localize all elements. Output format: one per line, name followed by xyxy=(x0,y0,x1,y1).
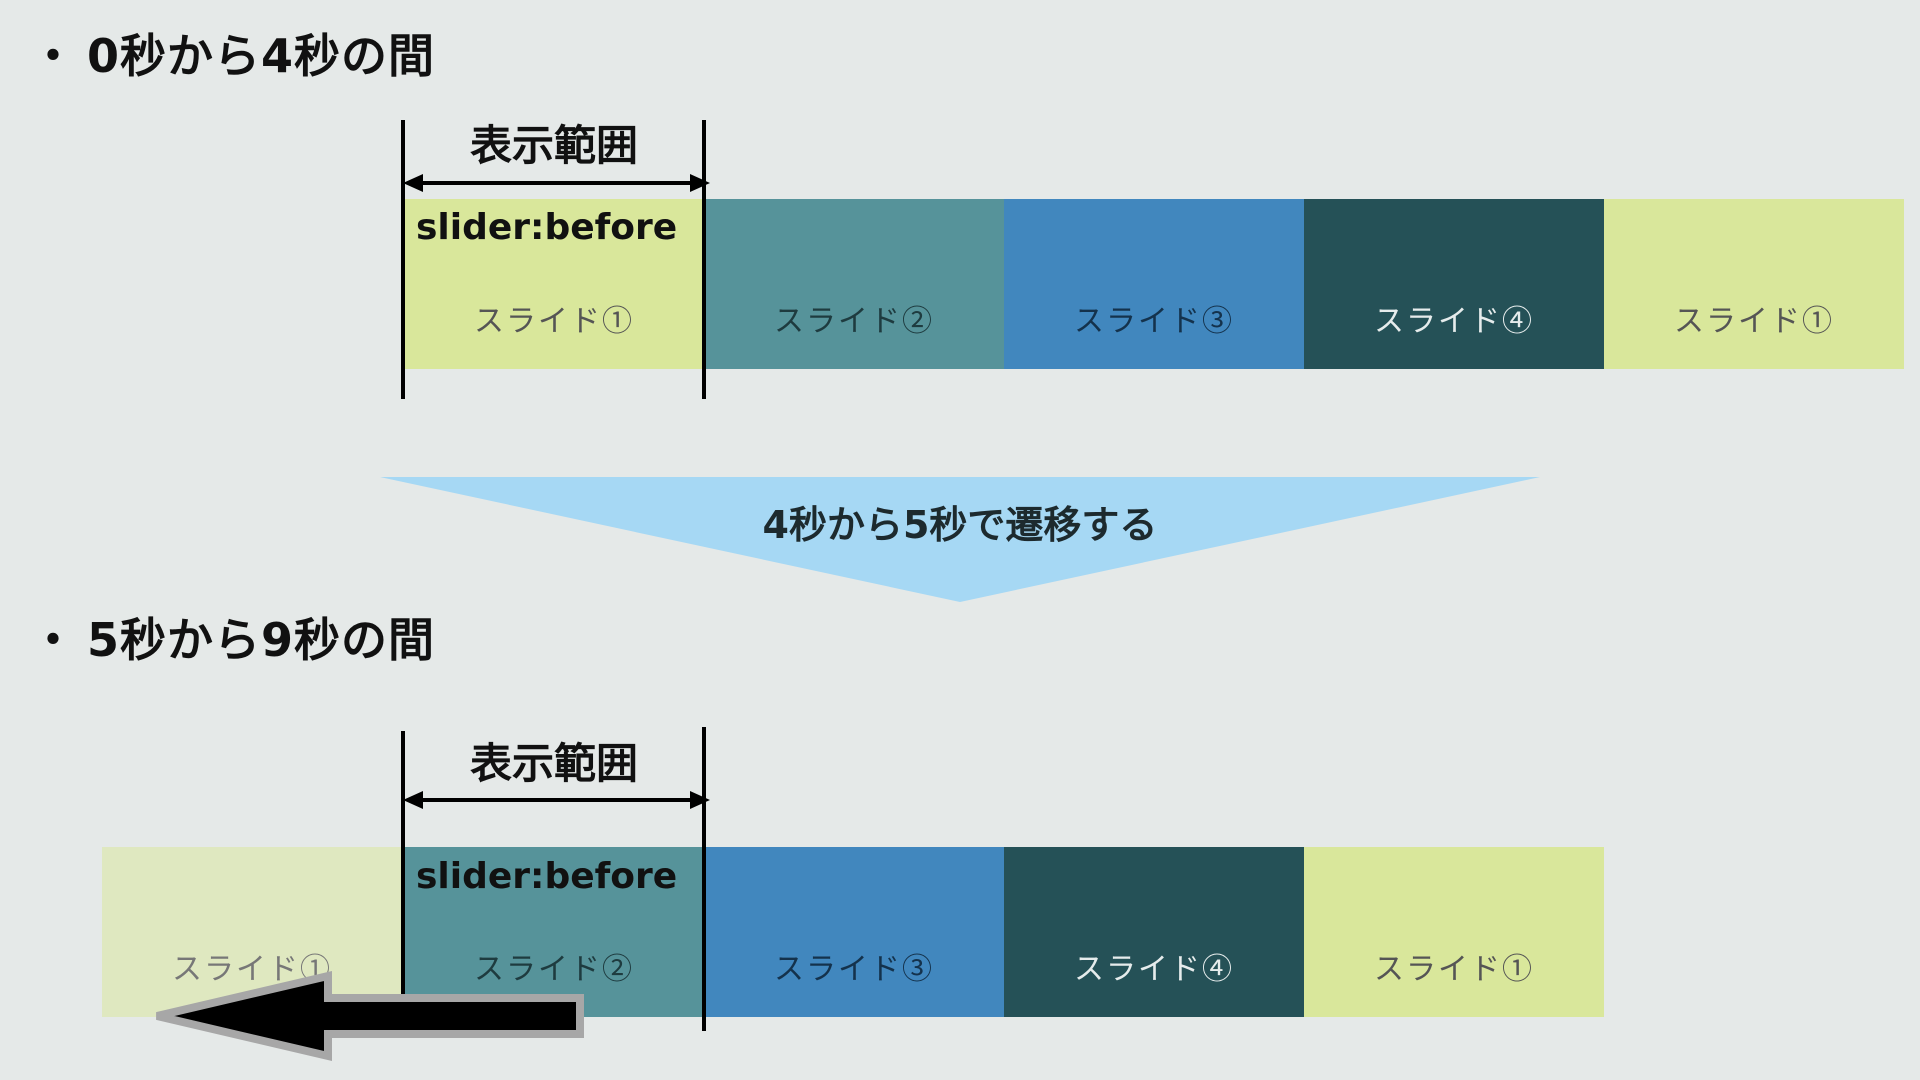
slider-before-label-1: slider:before xyxy=(416,207,678,248)
range-arrow-line-2 xyxy=(420,798,692,802)
slide-1: スライド① xyxy=(404,199,704,369)
slide-label: スライド① xyxy=(1374,952,1534,987)
slide-1-repeat: スライド① xyxy=(1304,847,1604,1017)
section1-heading-text: 0秒から4秒の間 xyxy=(87,29,436,83)
section2-heading-text: 5秒から9秒の間 xyxy=(87,613,436,667)
slide-3: スライド③ xyxy=(1004,199,1304,369)
slide-1-repeat: スライド① xyxy=(1604,199,1904,369)
slide-2: スライド② xyxy=(704,199,1004,369)
range-arrow-line-1 xyxy=(420,181,692,185)
section2-heading: ・5秒から9秒の間 xyxy=(30,604,435,670)
slide-label: スライド② xyxy=(474,952,634,987)
range-boundary-right-1 xyxy=(702,120,706,399)
slide-label: スライド④ xyxy=(1074,952,1234,987)
slide-label: スライド③ xyxy=(774,952,934,987)
bullet: ・ xyxy=(30,29,77,83)
range-arrow-left-head-1 xyxy=(403,174,423,192)
section1-heading: ・0秒から4秒の間 xyxy=(30,20,435,86)
range-boundary-left-1 xyxy=(401,120,405,399)
slide-3: スライド③ xyxy=(704,847,1004,1017)
slide-2: スライド② xyxy=(404,847,704,1017)
slide-label: スライド① xyxy=(474,304,634,339)
slide-4: スライド④ xyxy=(1004,847,1304,1017)
slide-4: スライド④ xyxy=(1304,199,1604,369)
range-arrow-left-head-2 xyxy=(403,791,423,809)
move-direction-arrow xyxy=(156,970,584,1062)
slide-1-exited: スライド① xyxy=(102,847,402,1017)
transition-label: 4秒から5秒で遷移する xyxy=(762,503,1158,547)
slider-before-label-2: slider:before xyxy=(416,856,678,897)
slide-label: スライド③ xyxy=(1074,304,1234,339)
transition-triangle xyxy=(380,477,1540,602)
slide-label: スライド① xyxy=(1674,304,1834,339)
slide-label: スライド④ xyxy=(1374,304,1534,339)
range-boundary-left-2 xyxy=(401,731,405,995)
display-range-label-1: 表示範囲 xyxy=(469,121,638,170)
bullet: ・ xyxy=(30,613,77,667)
display-range-label-2: 表示範囲 xyxy=(469,739,638,788)
slide-label: スライド② xyxy=(774,304,934,339)
range-boundary-right-2 xyxy=(702,727,706,1031)
